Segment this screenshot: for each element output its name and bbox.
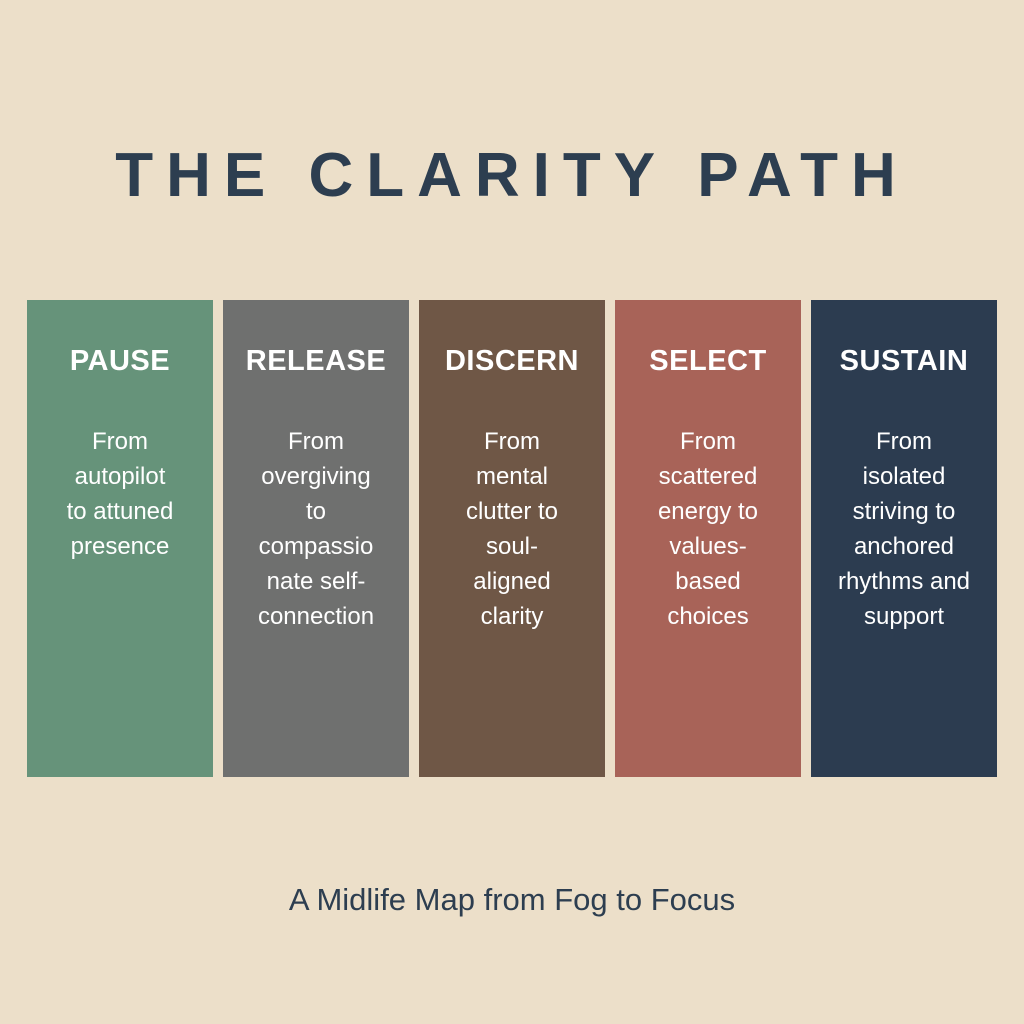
step-heading: SUSTAIN <box>839 345 969 377</box>
step-description-line: anchored <box>853 533 955 560</box>
page-title: THE CLARITY PATH <box>115 141 909 210</box>
step-description: From scattered energy to values-based choice… <box>615 424 801 634</box>
step-description-line: striving to <box>852 498 956 525</box>
step-card-discern: DISCERN From mental clutter to soul-aligned c… <box>419 300 605 777</box>
step-description-line: autopilot <box>74 463 166 490</box>
step-description-line: rhythms and <box>837 568 971 595</box>
step-description-line: From <box>876 428 932 455</box>
step-description: From autopilot to attuned presence <box>27 424 213 564</box>
step-description: From overgiving to compassio nate self-conne… <box>223 424 409 634</box>
step-description-line: From <box>288 428 344 455</box>
subtitle: A Midlife Map from Fog to Focus <box>288 882 736 917</box>
step-heading: SELECT <box>649 345 767 377</box>
step-heading: RELEASE <box>245 345 387 377</box>
step-description-line: compassio <box>258 533 374 560</box>
step-description-line: From <box>680 428 736 455</box>
step-card-sustain: SUSTAIN From isolated striving to anchored rh… <box>811 300 997 777</box>
step-description-line: clutter to <box>465 498 559 525</box>
step-description-line: based <box>675 568 741 595</box>
step-heading: DISCERN <box>444 345 579 377</box>
step-card-pause: PAUSE From autopilot to attuned presence <box>27 300 213 777</box>
steps-row: PAUSE From autopilot to attuned presence RELE… <box>27 300 997 777</box>
step-description-line: clarity <box>480 603 544 630</box>
step-description-line: From <box>92 428 148 455</box>
step-description-line: energy to <box>657 498 759 525</box>
step-description-line: presence <box>70 533 170 560</box>
step-description-line: soul- <box>485 533 539 560</box>
step-description-line: nate self- <box>266 568 366 595</box>
step-description-line: connection <box>257 603 375 630</box>
step-description-line: to <box>305 498 326 525</box>
step-description-line: From <box>484 428 540 455</box>
step-description-line: isolated <box>862 463 946 490</box>
step-description-line: overgiving <box>261 463 371 490</box>
step-card-select: SELECT From scattered energy to values-based… <box>615 300 801 777</box>
step-description-line: scattered <box>658 463 758 490</box>
step-heading: PAUSE <box>69 345 171 377</box>
step-description: From mental clutter to soul-aligned clarity <box>419 424 605 634</box>
step-description-line: to attuned <box>66 498 174 525</box>
step-description-line: mental <box>475 463 549 490</box>
step-description-line: support <box>863 603 945 630</box>
step-description: From isolated striving to anchored rhythms a… <box>811 424 997 634</box>
step-card-release: RELEASE From overgiving to compassio nate sel… <box>223 300 409 777</box>
step-description-line: aligned <box>473 568 551 595</box>
step-description-line: choices <box>667 603 749 630</box>
step-description-line: values- <box>669 533 747 560</box>
